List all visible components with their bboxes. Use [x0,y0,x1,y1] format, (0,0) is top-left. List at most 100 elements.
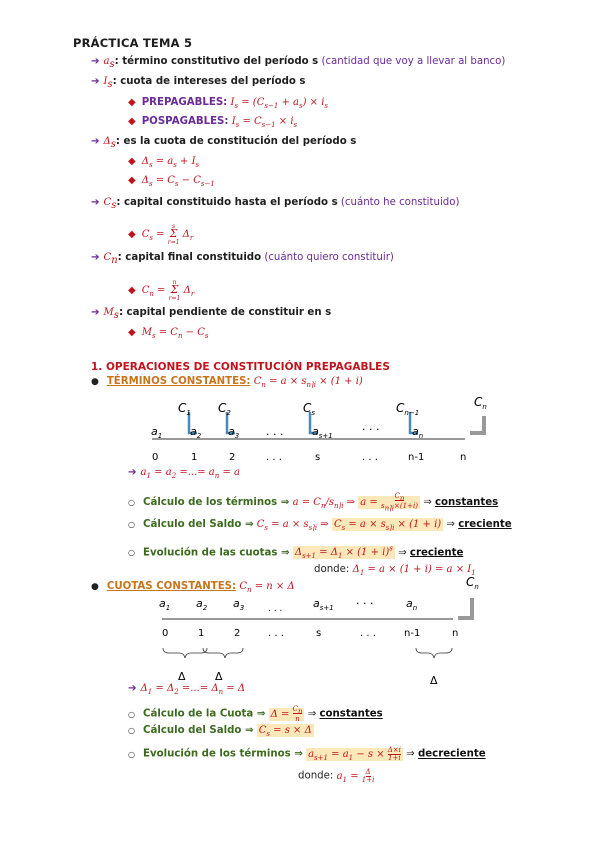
bullet-icon: ● [91,377,99,387]
def-ms-formula: ◆Ms = Cn − Cs [128,327,209,340]
cc-equal: ➔Δ1 = Δ2 =...= Δn = Δ [128,683,246,696]
tick-label: . . . [360,628,376,639]
brace [415,647,453,659]
tick-label: 2 [229,452,235,463]
tc-equal: ➔a1 = a2 =...= an = a [128,467,240,480]
term-label: an [406,597,417,612]
term-label: a1 [151,425,162,440]
arrow-icon [458,598,474,620]
arrow-icon: ➔ [91,307,100,318]
circle-bullet-icon: ○ [128,749,135,759]
arrow-icon: ➔ [91,76,100,87]
term-label: a3 [233,597,244,612]
svg-text:. . .: . . . [362,420,379,433]
arrow-icon [470,416,486,435]
tick-label: s [316,628,321,639]
tick-label: 0 [162,628,168,639]
arrow-icon: ➔ [128,683,137,694]
arrow-icon: ➔ [91,252,100,263]
svg-text:. . .: . . . [266,425,283,438]
arrow-icon [187,412,197,435]
circle-bullet-icon: ○ [128,548,135,558]
def-pospagables: ◆POSPAGABLES: Is = Cs−1 × is [128,116,298,129]
def-delta: ➔Δs: es la cuota de constitución del per… [91,136,357,151]
tick-label: . . . [362,452,378,463]
timeline-arrows [187,412,486,435]
def-prepagables: ◆PREPAGABLES: Is = (Cs−1 + as) × is [128,97,329,110]
tick-label: s [315,452,320,463]
diamond-icon: ◆ [128,156,136,167]
tick-label: 1 [191,452,197,463]
terminos-constantes: ●TÉRMINOS CONSTANTES: Cn = a × sn⌉i × (1… [91,376,363,389]
capital-label: Cs [303,401,315,417]
diamond-icon: ◆ [128,116,136,127]
circle-bullet-icon: ○ [128,726,135,735]
timeline-cuotas: Cn a1 a2 a3 as+1 an . . . . . . 0 1 2 . … [159,575,479,687]
page-title: PRÁCTICA TEMA 5 [73,36,193,50]
timeline-terminos: C1 C2 Cs Cn−1 Cn a1 a2 a3 as+1 an . . . … [151,395,487,463]
svg-text:. . .: . . . [356,594,373,607]
diamond-icon: ◆ [128,175,136,186]
term-label: a2 [190,425,202,440]
diamond-icon: ◆ [128,327,136,338]
tc-donde: donde: Δ1 = a × (1 + i) = a × I1 [314,564,476,577]
arrow-icon: ➔ [91,56,100,67]
capital-label: Cn [466,575,479,591]
def-is: ➔Is: cuota de intereses del período s [91,76,306,91]
delta-label: Δ [215,670,223,683]
circle-bullet-icon: ○ [128,709,135,719]
circle-bullet-icon: ○ [128,520,135,529]
def-ms: ➔Ms: capital pendiente de constituir en … [91,307,332,322]
arrow-icon [225,412,235,435]
tick-label: n [452,628,458,639]
diamond-icon: ◆ [128,285,136,296]
cc-evol-terminos: ○Evolución de los términos ⇒ as+1 = a1 −… [128,746,486,762]
def-cs: ➔Cs: capital constituido hasta el períod… [91,197,460,212]
arrow-icon [308,412,318,435]
arrow-icon: ➔ [128,467,137,478]
tick-label: 0 [152,452,158,463]
tick-label: n [460,452,466,463]
cc-calc-saldo: ○Cálculo del Saldo ⇒ Cs = s × Δ [128,724,314,738]
capital-label: C1 [178,401,191,417]
brace [202,647,244,659]
circle-bullet-icon: ○ [128,497,135,507]
delta-label: Δ [430,674,438,687]
tc-evol-cuotas: ○Evolución de las cuotas ⇒ Δs+1 = Δ1 × (… [128,545,464,561]
tick-label: 1 [198,628,204,639]
term-label: a3 [228,425,239,440]
def-as: ➔as: término constitutivo del período s … [91,56,506,71]
term-label: as+1 [312,425,333,440]
term-label: as+1 [313,597,334,612]
cuotas-constantes: ●CUOTAS CONSTANTES: Cn = n × Δ [91,581,295,594]
tc-calc-saldo: ○Cálculo del Saldo ⇒ Cs = a × ss⌉i ⇒ Cs … [128,518,512,532]
tick-label: n-1 [408,452,424,463]
delta-label: Δ [178,670,186,683]
diamond-icon: ◆ [128,229,136,240]
term-label: a1 [159,597,170,612]
diamond-icon: ◆ [128,97,136,108]
arrow-icon [408,412,418,435]
tick-label: n-1 [404,628,420,639]
svg-text:. . .: . . . [268,604,282,614]
capital-label: C2 [218,401,231,417]
arrow-icon: ➔ [91,136,100,147]
section-heading: 1. OPERACIONES DE CONSTITUCIÓN PREPAGABL… [91,361,390,373]
capital-label: Cn−1 [396,401,419,417]
arrow-icon: ➔ [91,197,100,208]
term-label: a2 [196,597,208,612]
capital-label: Cn [474,395,487,411]
brace [162,647,208,659]
tick-label: . . . [268,628,284,639]
def-cn: ➔Cn: capital final constituido (cuánto q… [91,252,394,267]
tick-label: . . . [266,452,282,463]
term-label: an [412,425,423,440]
bullet-icon: ● [91,582,99,592]
def-delta-f1: ◆Δs = as + Is [128,156,200,169]
def-delta-f2: ◆Δs = Cs − Cs−1 [128,175,215,188]
